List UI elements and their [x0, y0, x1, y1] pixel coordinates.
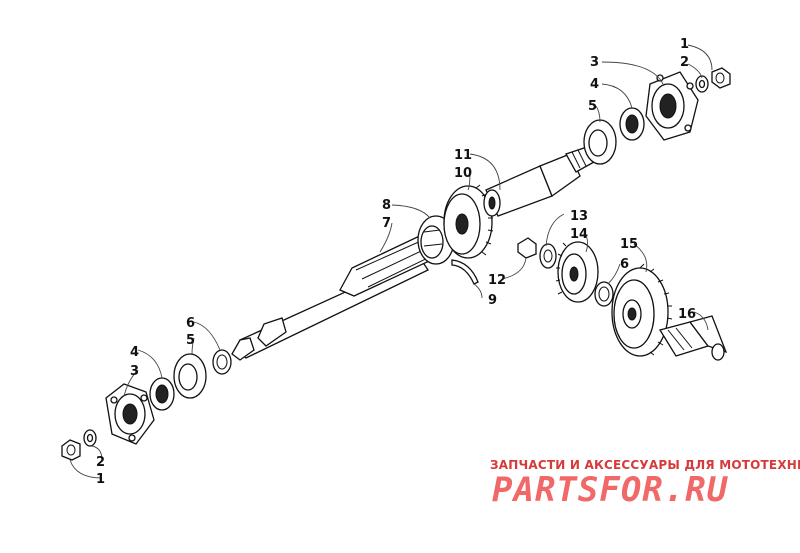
- part-5-bearing-left: [173, 353, 207, 399]
- callout-labels: 1 2 3 4 5 11 10 8 7 13 14 15 6 12 9 16 6…: [96, 37, 696, 487]
- callout-3-top: 3: [590, 55, 599, 70]
- callout-4-top: 4: [590, 77, 599, 92]
- callout-12: 12: [488, 273, 506, 288]
- part-6-washer-left: [212, 349, 232, 375]
- part-9-snap-ring: [451, 259, 479, 285]
- callout-9: 9: [488, 293, 497, 308]
- part-12-nut: [517, 237, 537, 259]
- part-5-bearing-top: [583, 119, 617, 165]
- part-2-washer-bottom: [83, 429, 97, 447]
- callout-5-top: 5: [588, 99, 597, 114]
- part-3-flange-top: [645, 71, 699, 141]
- callout-4-left: 4: [130, 345, 139, 360]
- part-4-seal-top: [619, 107, 645, 141]
- part-15-large-gear: [611, 263, 673, 357]
- callout-6-right: 6: [620, 257, 629, 272]
- part-10-gear: [443, 184, 494, 259]
- callout-2-bottom: 2: [96, 455, 105, 470]
- callout-1-top: 1: [680, 37, 689, 52]
- callout-2-top: 2: [680, 55, 689, 70]
- callout-5-left: 5: [186, 333, 195, 348]
- callout-3-left: 3: [130, 364, 139, 379]
- main-shaft: [231, 231, 441, 361]
- callout-10: 10: [454, 166, 472, 181]
- callout-1-bottom: 1: [96, 472, 105, 487]
- leader-lines: [69, 44, 713, 479]
- part-1-nut-top: [711, 67, 731, 89]
- watermark-tagline: ЗАПЧАСТИ И АКСЕССУАРЫ ДЛЯ МОТОТЕХНИКИ: [490, 458, 800, 472]
- callout-8: 8: [382, 198, 391, 213]
- callout-14: 14: [570, 227, 588, 242]
- part-16-shaft: [658, 315, 728, 361]
- part-2-washer-top: [695, 75, 709, 93]
- callout-7: 7: [382, 216, 391, 231]
- callout-6-left: 6: [186, 316, 195, 331]
- part-1-nut-bottom: [61, 439, 81, 461]
- watermark-logo: PARTSFOR.RU: [492, 470, 729, 510]
- callout-15: 15: [620, 237, 638, 252]
- callout-16: 16: [678, 307, 696, 322]
- part-4-seal-left: [149, 377, 175, 411]
- part-13-washer: [539, 243, 557, 269]
- part-11-sleeve-shaft: [483, 145, 595, 217]
- callout-13: 13: [570, 209, 588, 224]
- part-6-washer-right: [594, 281, 614, 307]
- part-3-flange-left: [105, 383, 155, 445]
- callout-11: 11: [454, 148, 472, 163]
- part-14-gear: [555, 241, 599, 303]
